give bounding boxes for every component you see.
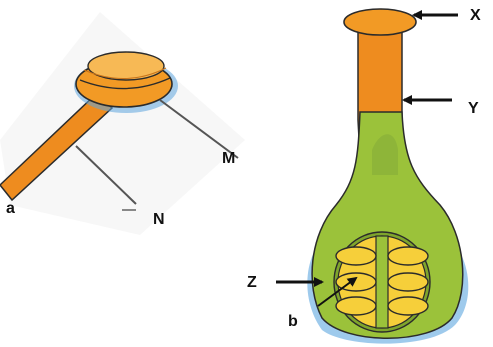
label-a: a	[6, 201, 15, 217]
ovule	[336, 247, 376, 265]
stamen-background-diamond	[0, 12, 245, 235]
label-b: b	[288, 314, 298, 330]
anther	[74, 52, 178, 113]
stamen-figure	[0, 12, 245, 235]
label-y: Y	[468, 101, 479, 117]
ovule	[388, 297, 428, 315]
ovule	[388, 273, 428, 291]
label-m: M	[222, 151, 235, 167]
ovary-chamber	[334, 232, 430, 332]
ovule	[336, 297, 376, 315]
label-x: X	[470, 8, 481, 24]
label-z: Z	[247, 275, 257, 291]
label-n: N	[153, 212, 165, 228]
pistil-figure	[276, 9, 468, 344]
ovule	[388, 247, 428, 265]
stigma	[344, 9, 416, 35]
